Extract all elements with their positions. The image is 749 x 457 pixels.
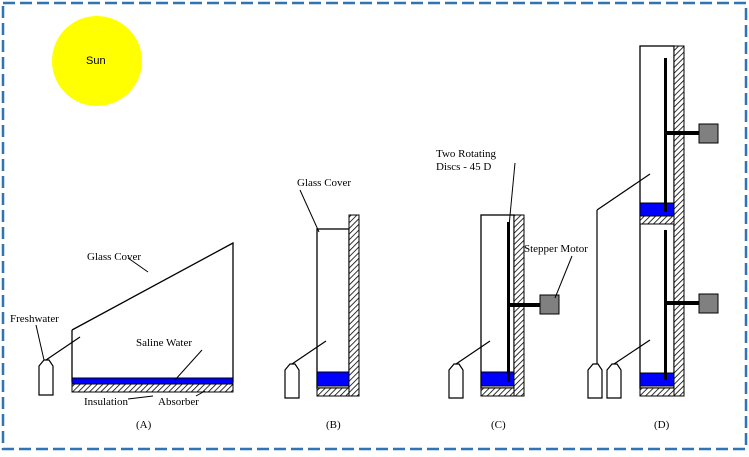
caption-b: (B) [326, 419, 341, 431]
rotating-disc-c [507, 222, 510, 382]
stepper-motor-c [539, 294, 560, 315]
hatched-wall-d-right [673, 45, 685, 397]
rotating-disc-d-upper [664, 58, 667, 212]
water-d-upper [639, 202, 675, 217]
discs-label-line1: Two Rotating [436, 148, 497, 160]
freshwater-pipe-a [45, 336, 81, 361]
still-a-outline [71, 241, 234, 382]
freshwater-label: Freshwater [10, 313, 59, 325]
stepper-motor-leader-c [554, 255, 573, 299]
rotating-disc-d-lower [664, 230, 667, 380]
insulation-leader-a [127, 395, 154, 400]
motor-shaft-c [510, 303, 540, 307]
insulation-label: Insulation [84, 396, 128, 408]
hatched-base-b [316, 387, 350, 397]
caption-a: (A) [136, 419, 152, 431]
glass-cover-label-a: Glass Cover [87, 251, 141, 263]
panel-b: Glass Cover (B) [284, 177, 360, 431]
hatched-wall-b-right [348, 214, 360, 397]
freshwater-pipe-d-upper-slant [596, 173, 651, 211]
caption-c: (C) [491, 419, 506, 431]
hatched-base-d [639, 387, 675, 397]
motor-shaft-d-lower [667, 301, 699, 305]
freshwater-bottle-d-left [587, 363, 603, 399]
saline-water-a [71, 377, 234, 385]
stepper-motor-d-lower [698, 293, 719, 314]
discs-label-line2: Discs - 45 D [436, 161, 491, 173]
panel-d: (D) [587, 45, 719, 431]
panel-a: Freshwater Glass Cover Saline Water Insu… [10, 241, 234, 431]
absorber-leader-a [195, 390, 206, 397]
caption-d: (D) [654, 419, 670, 431]
sun-label: Sun [86, 55, 106, 67]
freshwater-bottle-d-right [606, 363, 622, 399]
water-d-lower [639, 372, 675, 387]
stepper-motor-d-upper [698, 123, 719, 144]
freshwater-bottle-a [38, 359, 54, 396]
hatched-base-c [480, 387, 515, 397]
glass-cover-leader-b [299, 189, 320, 233]
motor-shaft-d-upper [667, 131, 699, 135]
freshwater-bottle-c [448, 363, 464, 399]
freshwater-pipe-d-lower [613, 339, 651, 365]
hatched-shelf-d [639, 215, 675, 225]
freshwater-leader-a [35, 324, 45, 361]
discs-leader-c [508, 162, 516, 227]
glass-cover-leader-a [127, 257, 149, 273]
stepper-motor-label: Stepper Motor [524, 243, 588, 255]
freshwater-pipe-c [455, 340, 491, 365]
freshwater-pipe-b [291, 340, 327, 365]
saline-water-leader-a [174, 349, 203, 381]
saline-water-label: Saline Water [136, 337, 192, 349]
glass-cover-label-b: Glass Cover [297, 177, 351, 189]
water-b [316, 371, 350, 387]
sun-circle [52, 16, 142, 106]
panel-c: Two Rotating Discs - 45 D Stepper Motor … [436, 148, 588, 431]
freshwater-bottle-b [284, 363, 300, 399]
still-b-chamber [316, 228, 350, 389]
insulation-a [71, 383, 234, 393]
absorber-label: Absorber [158, 396, 199, 408]
water-c [480, 371, 515, 387]
